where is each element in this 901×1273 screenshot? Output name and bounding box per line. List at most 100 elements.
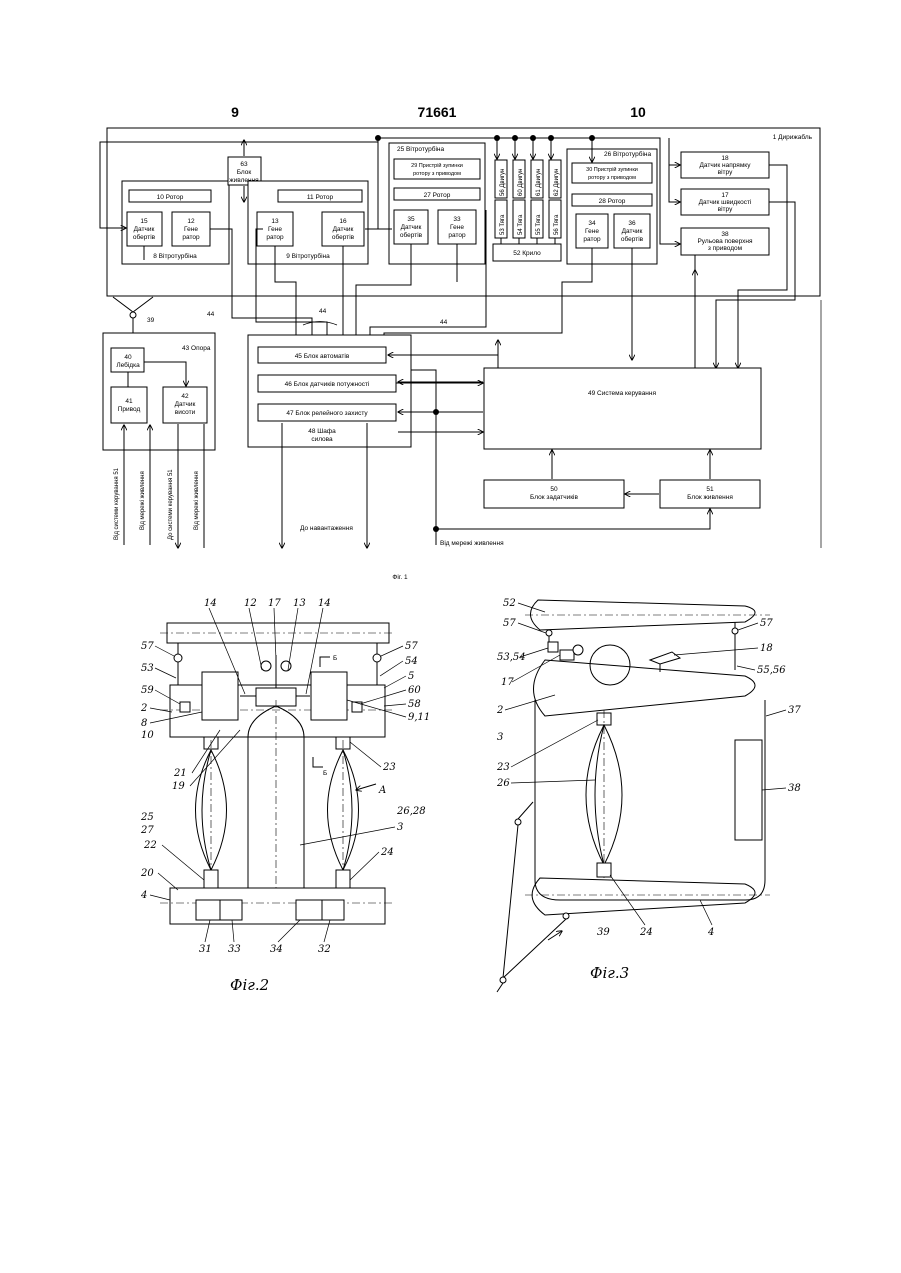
- f2-lbl-2628: 26,28: [396, 806, 426, 817]
- s18-num: 18: [721, 155, 729, 162]
- s17-num: 17: [721, 192, 729, 199]
- sensor-16-l2: обертів: [332, 233, 355, 241]
- fig1-block-diagram: 1 Дирижабль 10 Ротор 15 Датчик обертів 1…: [100, 128, 821, 581]
- from-grid-label: Від мережі живлення: [440, 539, 504, 547]
- s18-l1: Датчик напрямку: [700, 162, 752, 169]
- f3-lbl-39: 39: [597, 927, 610, 938]
- gen-12-l2: ратор: [182, 234, 200, 241]
- sensor-35-l1: Датчик: [401, 224, 422, 231]
- vert-label-4: Від мережі живлення: [194, 471, 200, 530]
- f3-lbl-52: 52: [503, 598, 516, 609]
- relay-47-label: 47 Блок релейного захисту: [286, 409, 368, 417]
- sensor-15-num: 15: [140, 218, 148, 225]
- thrust-3-label: 55 Тяга: [536, 214, 542, 235]
- rotor-27-label: 27 Ротор: [424, 192, 451, 199]
- rotor-11-label: 11 Ротор: [307, 194, 334, 201]
- sensor-16-num: 16: [339, 218, 347, 225]
- w40-l1: Лебідка: [116, 361, 140, 369]
- f2-lbl-21: 21: [173, 768, 187, 779]
- f2-lbl-20: 20: [140, 868, 154, 879]
- gen-13-l1: Гене: [268, 226, 282, 233]
- stop-29-l1: 29 Пристрій зупинки: [411, 162, 463, 169]
- page-number-right: 10: [630, 104, 646, 120]
- rotor-10-label: 10 Ротор: [157, 194, 184, 201]
- turbine-25-label: 25 Вітротурбіна: [397, 145, 444, 153]
- fig2-caption: Фіг.2: [230, 976, 269, 994]
- sensor-35-num: 35: [407, 216, 415, 223]
- cab-48-l1: 48 Шафа: [308, 428, 336, 435]
- f3-lbl-24: 24: [639, 927, 653, 938]
- fig3-caption: Фіг.3: [590, 964, 629, 982]
- f2-lbl-27: 27: [140, 825, 154, 836]
- engine-4-label: 62 Двигун: [554, 169, 560, 196]
- cable-39-label: 39: [147, 317, 155, 324]
- f2-lbl-3: 3: [397, 822, 403, 833]
- f3-lbl-57l: 57: [503, 618, 516, 629]
- f3-lbl-3: 3: [497, 732, 503, 743]
- f2-lbl-33: 33: [228, 944, 241, 955]
- fig3-bottom-wing: [532, 878, 755, 915]
- fig2-front-view: Б Б 14 12 17 13 14 57 53 59 2 8 10 21 19…: [140, 598, 430, 994]
- s51-num: 51: [706, 486, 714, 493]
- gen-33-num: 33: [453, 216, 461, 223]
- stop-30-l2: ротору з приводом: [588, 175, 636, 181]
- f2-lbl-911: 9,11: [408, 712, 430, 723]
- line-44-a: 44: [207, 311, 215, 318]
- fig1-caption: Фіг. 1: [392, 573, 408, 581]
- thrust-2-label: 54 Тяга: [518, 214, 524, 235]
- w40-num: 40: [124, 354, 132, 361]
- section-mark-bottom: Б: [323, 770, 327, 777]
- f3-lbl-26: 26: [496, 778, 510, 789]
- engine-1-label: 56 Двигун: [500, 169, 506, 196]
- to-load-label: До навантаження: [300, 525, 353, 532]
- turbine-9-label: 9 Вітротурбіна: [286, 252, 330, 260]
- control-49-label: 49 Система керування: [588, 390, 657, 397]
- thrust-4-label: 56 Тяга: [554, 214, 560, 235]
- f2-lbl-22: 22: [143, 840, 157, 851]
- sensor-35-l2: обертів: [400, 231, 423, 239]
- f3-lbl-37: 37: [788, 705, 801, 716]
- line-44-c: 44: [440, 319, 448, 326]
- f2-lbl-8: 8: [141, 718, 147, 729]
- f2-lbl-12: 12: [244, 598, 257, 609]
- fig3-boom: [534, 660, 756, 716]
- sensor-16-l1: Датчик: [333, 226, 354, 233]
- engine-3-label: 61 Двигун: [536, 169, 542, 196]
- f3-lbl-2: 2: [496, 705, 503, 716]
- wing-52-label: 52 Крило: [513, 250, 541, 257]
- cab-48-l2: силова: [311, 436, 333, 443]
- fig2-gen-left: [202, 672, 238, 720]
- f2-lbl-2: 2: [140, 703, 147, 714]
- s42-l1: Датчик: [175, 401, 196, 408]
- f3-lbl-38: 38: [788, 783, 801, 794]
- page-number-left: 9: [231, 104, 239, 120]
- f3-lbl-5556: 55,56: [757, 665, 786, 676]
- f3-lbl-4: 4: [707, 927, 714, 938]
- gen-33-l1: Гене: [450, 224, 464, 231]
- d41-num: 41: [125, 398, 133, 405]
- f2-lbl-34: 34: [270, 944, 283, 955]
- s17-l2: вітру: [718, 205, 733, 213]
- f2-lbl-57l: 57: [141, 641, 154, 652]
- dirigible-label: 1 Дирижабль: [773, 133, 813, 141]
- s18-l2: вітру: [718, 168, 733, 176]
- f2-lbl-14b: 14: [318, 598, 331, 609]
- engine-2-label: 60 Двигун: [518, 169, 524, 196]
- support-43-label: 43 Опора: [182, 345, 211, 352]
- fig3-side-view: 52 57 53,54 17 2 3 23 26 57 18 55,56 37 …: [496, 598, 801, 992]
- f2-lbl-31: 31: [199, 944, 212, 955]
- gen-34-l1: Гене: [585, 228, 599, 235]
- b63-num: 63: [240, 161, 248, 168]
- turbine-8-label: 8 Вітротурбіна: [153, 252, 197, 260]
- auto-45-label: 45 Блок автоматів: [295, 352, 350, 360]
- fig3-envelope: [535, 700, 765, 900]
- f2-lbl-23: 23: [382, 762, 396, 773]
- rotor-28-label: 28 Ротор: [599, 198, 626, 205]
- s51-l1: Блок живлення: [687, 494, 733, 501]
- f2-lbl-54: 54: [405, 656, 418, 667]
- r38-l1: Рульова поверхня: [697, 238, 753, 245]
- gen-34-l2: ратор: [583, 236, 601, 243]
- patent-number: 71661: [418, 104, 457, 120]
- vert-label-2: Від мережі живлення: [140, 471, 146, 530]
- sensor-36-l1: Датчик: [622, 228, 643, 235]
